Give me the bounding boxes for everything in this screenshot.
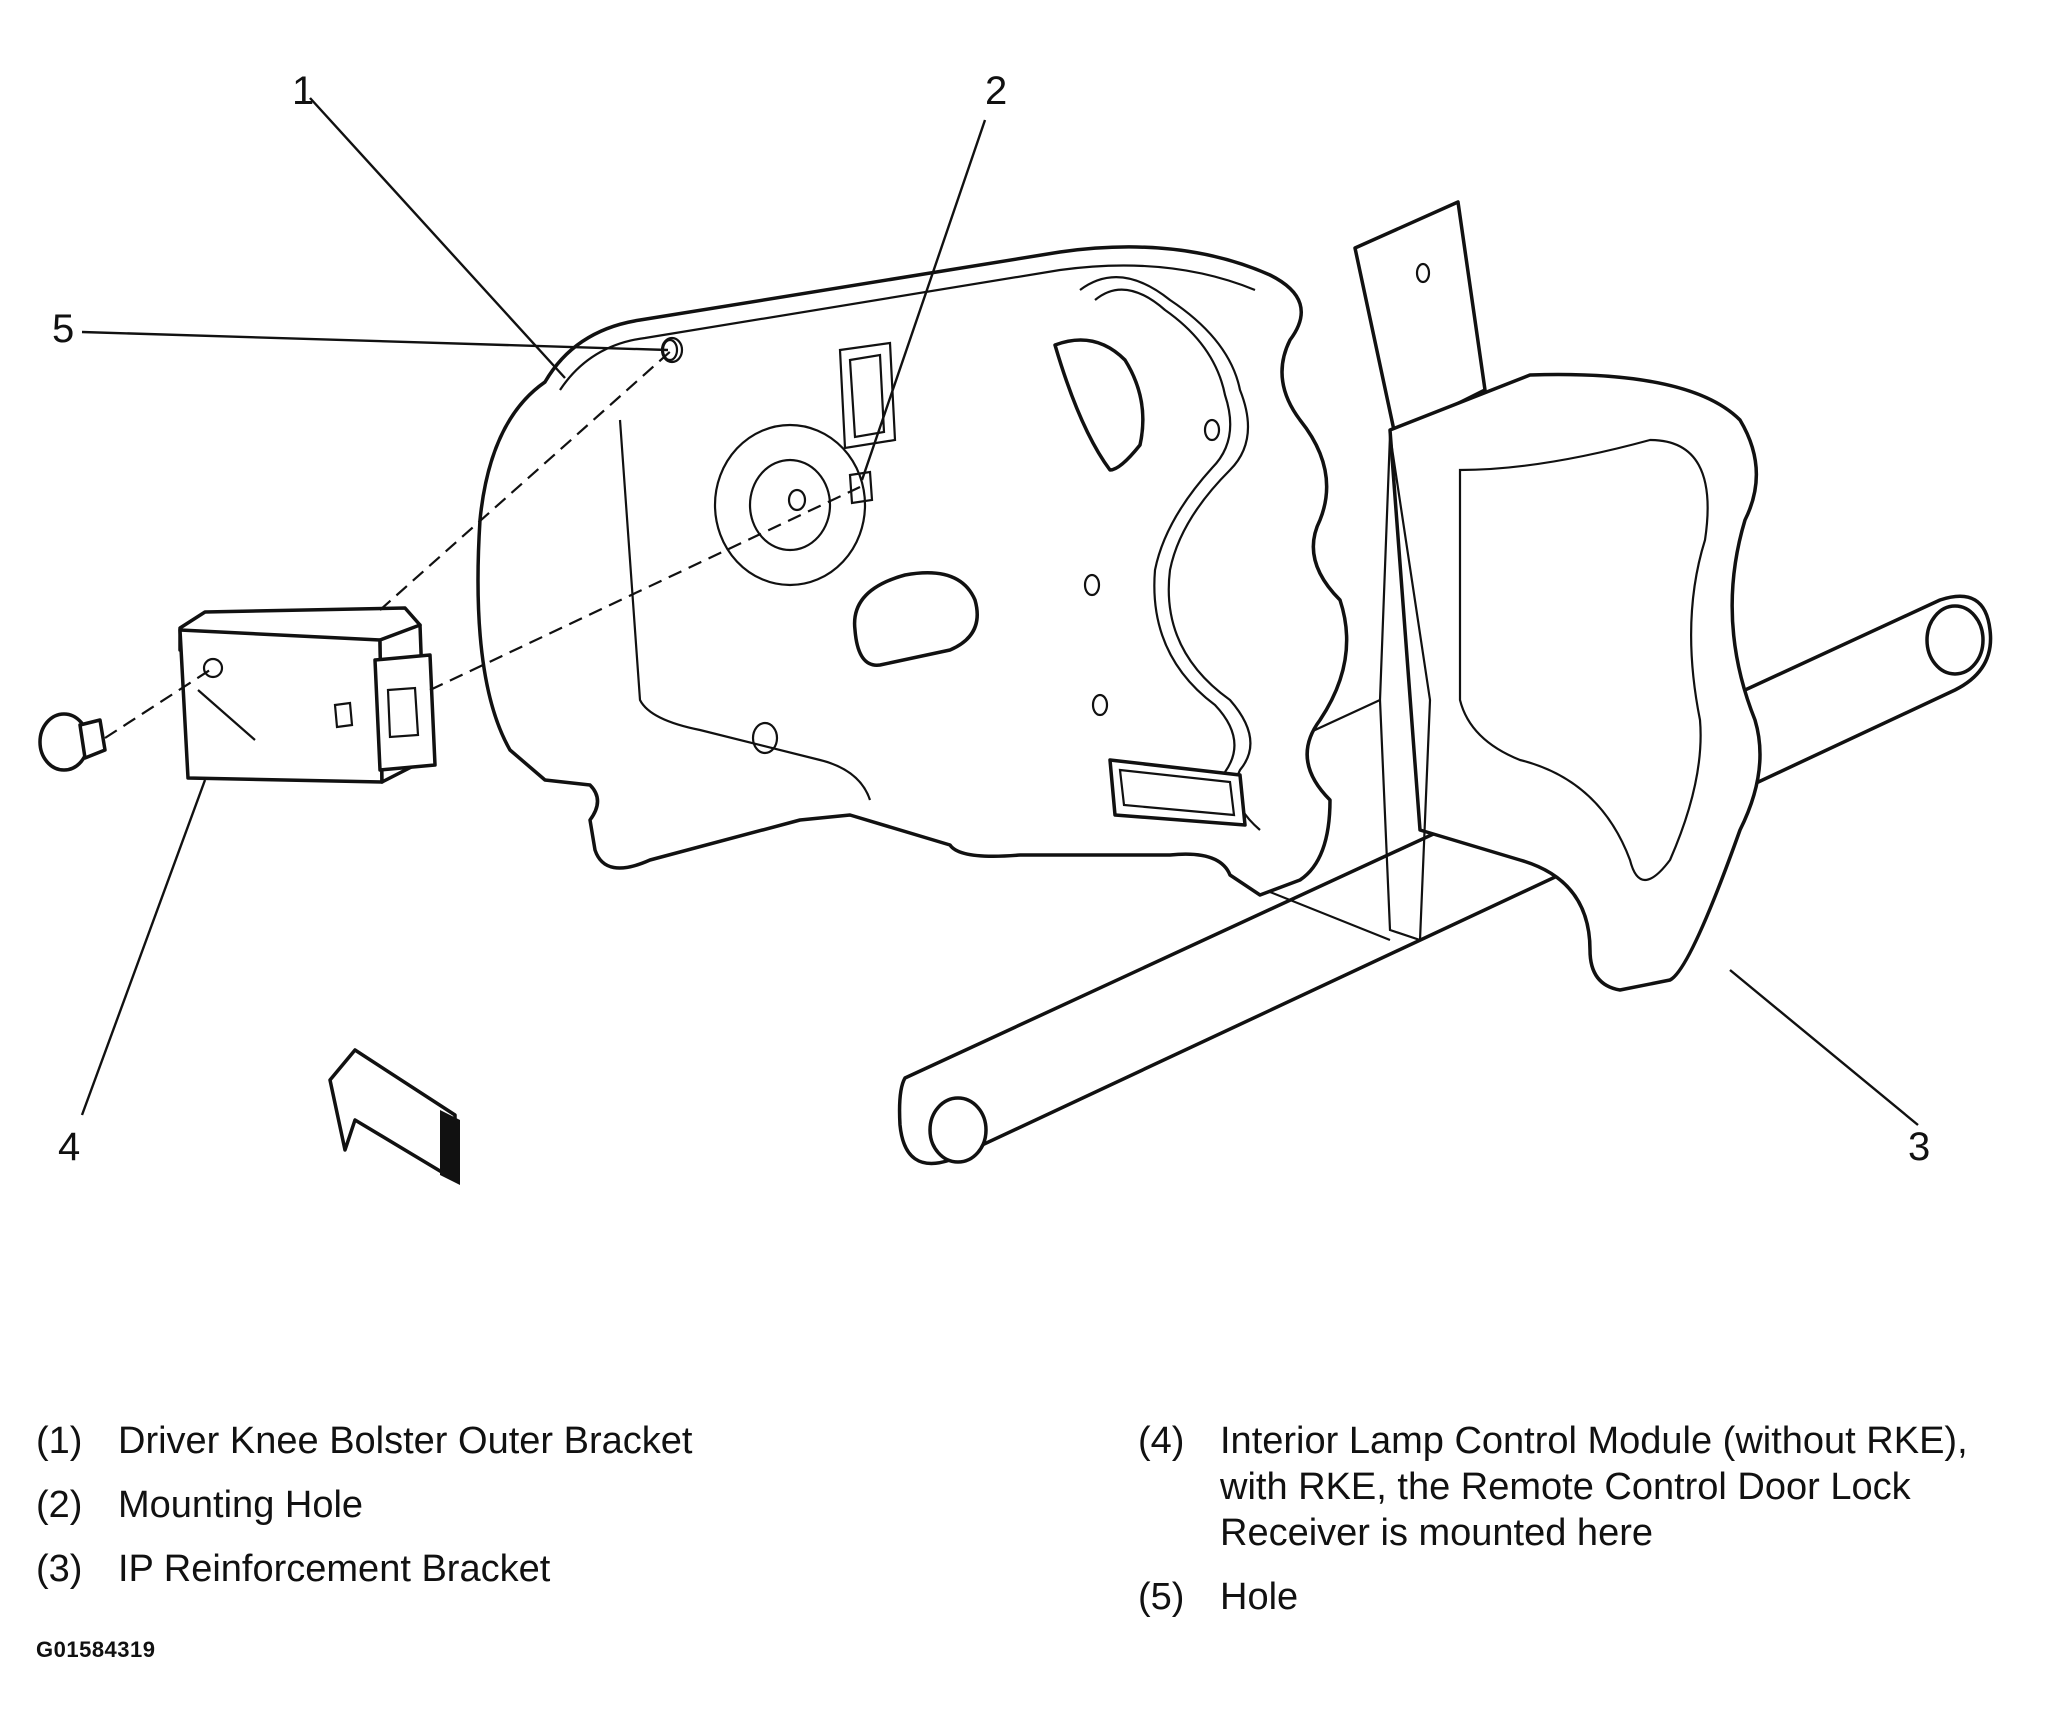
callout-number-5: 5 bbox=[52, 307, 74, 351]
legend-item: (1) Driver Knee Bolster Outer Bracket bbox=[36, 1418, 1036, 1464]
leader-line-5 bbox=[81, 330, 669, 352]
legend-text: Driver Knee Bolster Outer Bracket bbox=[118, 1420, 693, 1462]
legend-number: (2) bbox=[36, 1484, 83, 1526]
leader-line-2 bbox=[860, 119, 987, 481]
figure-id: G01584319 bbox=[36, 1637, 156, 1662]
legend-item: (3) IP Reinforcement Bracket bbox=[36, 1546, 1036, 1592]
callout-number-2: 2 bbox=[985, 69, 1007, 113]
callout-number-3: 3 bbox=[1908, 1125, 1930, 1169]
leader-line-4 bbox=[80, 779, 207, 1116]
view-direction-arrow-icon bbox=[328, 1048, 460, 1185]
legend-left-column: (1) Driver Knee Bolster Outer Bracket (2… bbox=[36, 1418, 1036, 1610]
callout-number-4: 4 bbox=[58, 1125, 80, 1169]
legend-text: Mounting Hole bbox=[118, 1484, 364, 1526]
alignment-line bbox=[429, 486, 861, 691]
legend-right-column: (4) Interior Lamp Control Module (withou… bbox=[1138, 1418, 2048, 1638]
legend-text: Hole bbox=[1220, 1576, 1299, 1618]
callout-number-1: 1 bbox=[292, 69, 314, 113]
legend-item: (2) Mounting Hole bbox=[36, 1482, 1036, 1528]
legend-number: (4) bbox=[1138, 1420, 1185, 1462]
legend-number: (5) bbox=[1138, 1576, 1185, 1618]
legend-number: (3) bbox=[36, 1548, 83, 1590]
legend-item: (4) Interior Lamp Control Module (withou… bbox=[1138, 1418, 2048, 1556]
lamp-control-module bbox=[38, 606, 437, 784]
leader-line-3 bbox=[1729, 969, 1919, 1126]
legend-item: (5) Hole bbox=[1138, 1574, 2048, 1620]
legend-text: Interior Lamp Control Module (without RK… bbox=[1220, 1420, 1968, 1554]
legend-number: (1) bbox=[36, 1420, 83, 1462]
leader-line-1 bbox=[309, 97, 566, 379]
ip-reinforcement-bracket bbox=[1238, 200, 1762, 992]
knee-bolster-outer-bracket bbox=[476, 245, 1349, 897]
legend-text: IP Reinforcement Bracket bbox=[118, 1548, 551, 1590]
